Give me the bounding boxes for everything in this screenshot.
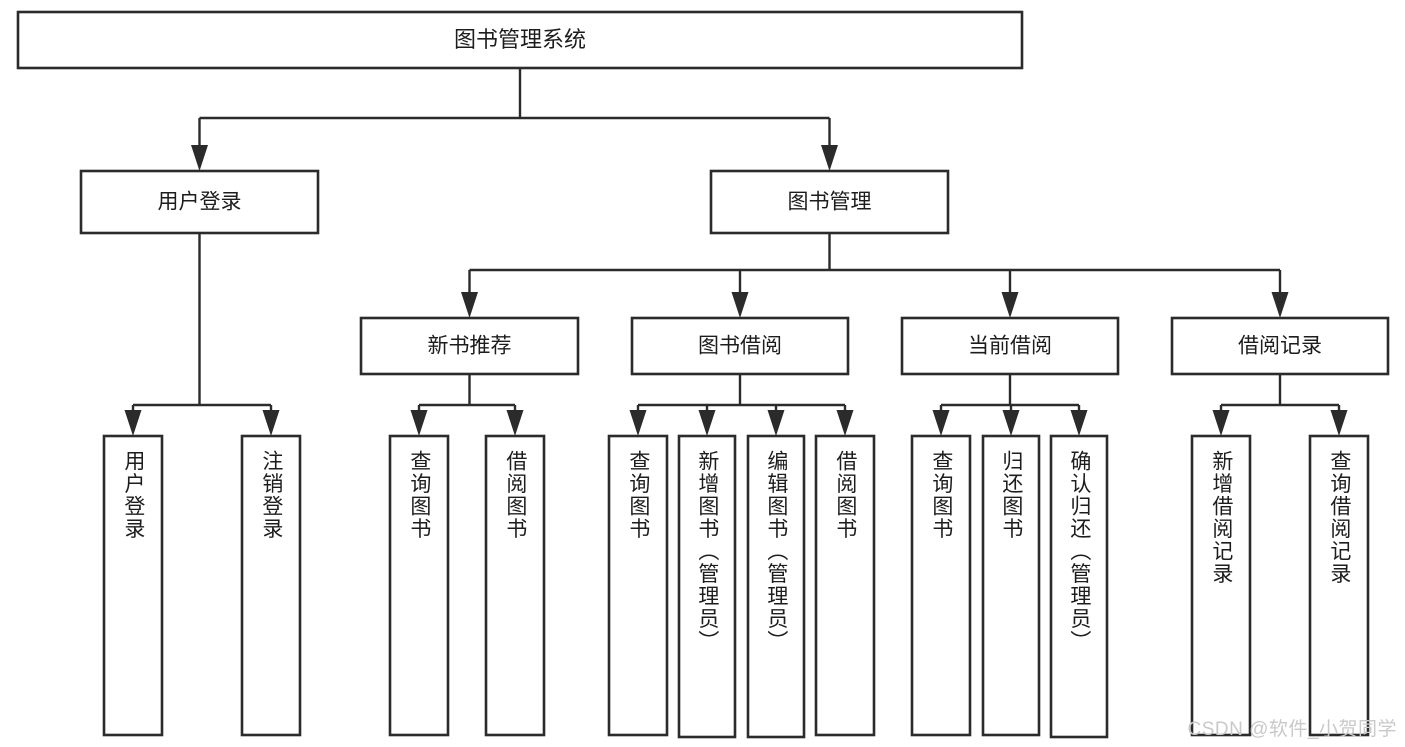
leaf-arrow-6-arrowhead: [767, 410, 785, 436]
level1-to-level2-1-arrowhead: [731, 292, 749, 318]
node-level2-2[interactable]: [900, 316, 1120, 376]
node-leaf-7[interactable]: [814, 434, 876, 737]
node-leaf-5[interactable]: [677, 434, 737, 739]
leaf-arrow-0-arrowhead: [124, 410, 142, 436]
node-leaf-3[interactable]: [484, 434, 546, 737]
leaf-arrow-10-arrowhead: [1070, 410, 1088, 436]
node-level2-3[interactable]: [1170, 316, 1390, 376]
node-box-layer: [16, 10, 1390, 739]
leaf-arrow-7-arrowhead: [836, 410, 854, 436]
leaf-arrow-12-arrowhead: [1330, 410, 1348, 436]
node-leaf-11[interactable]: [1190, 434, 1252, 737]
node-leaf-6[interactable]: [746, 434, 806, 739]
node-level2-label-1: 图书借阅: [698, 335, 782, 358]
leaf-arrow-2-arrowhead: [410, 410, 428, 436]
node-level2-1[interactable]: [630, 316, 850, 376]
leaf-arrow-3-arrowhead: [506, 410, 524, 436]
node-root[interactable]: [16, 10, 1024, 70]
node-level2-0[interactable]: [359, 316, 580, 376]
node-level1-label-0: 用户登录: [158, 191, 242, 214]
node-level2-label-2: 当前借阅: [968, 335, 1052, 358]
node-level1-1[interactable]: [709, 169, 950, 235]
leaf-arrow-11-arrowhead: [1212, 410, 1230, 436]
leaf-arrow-5-arrowhead: [698, 410, 716, 436]
node-leaf-1[interactable]: [240, 434, 302, 737]
node-leaf-12[interactable]: [1308, 434, 1370, 737]
node-leaf-10[interactable]: [1049, 434, 1109, 739]
node-level1-label-1: 图书管理: [788, 191, 872, 214]
node-leaf-9[interactable]: [981, 434, 1041, 737]
level1-to-level2-2-arrowhead: [1001, 292, 1019, 318]
node-level2-label-0: 新书推荐: [428, 335, 512, 358]
root-to-level1-1-arrowhead: [821, 145, 838, 171]
node-level1-0[interactable]: [79, 169, 320, 235]
node-leaf-8[interactable]: [910, 434, 972, 737]
leaf-arrow-9-arrowhead: [1002, 410, 1020, 436]
node-leaf-2[interactable]: [388, 434, 450, 737]
node-level2-label-3: 借阅记录: [1238, 335, 1322, 358]
leaf-arrow-4-arrowhead: [629, 410, 647, 436]
leaf-arrow-1-arrowhead: [262, 410, 280, 436]
watermark-text: CSDN @软件_小贺同学: [1187, 719, 1397, 740]
node-root-label: 图书管理系统: [454, 27, 586, 52]
root-to-level1-0-arrowhead: [191, 145, 208, 171]
node-leaf-0[interactable]: [102, 434, 164, 737]
level1-to-level2-3-arrowhead: [1271, 292, 1289, 318]
leaf-arrow-8-arrowhead: [932, 410, 950, 436]
node-leaf-4[interactable]: [607, 434, 669, 737]
level1-to-level2-0-arrowhead: [461, 292, 478, 318]
connector-layer: [124, 68, 1348, 436]
